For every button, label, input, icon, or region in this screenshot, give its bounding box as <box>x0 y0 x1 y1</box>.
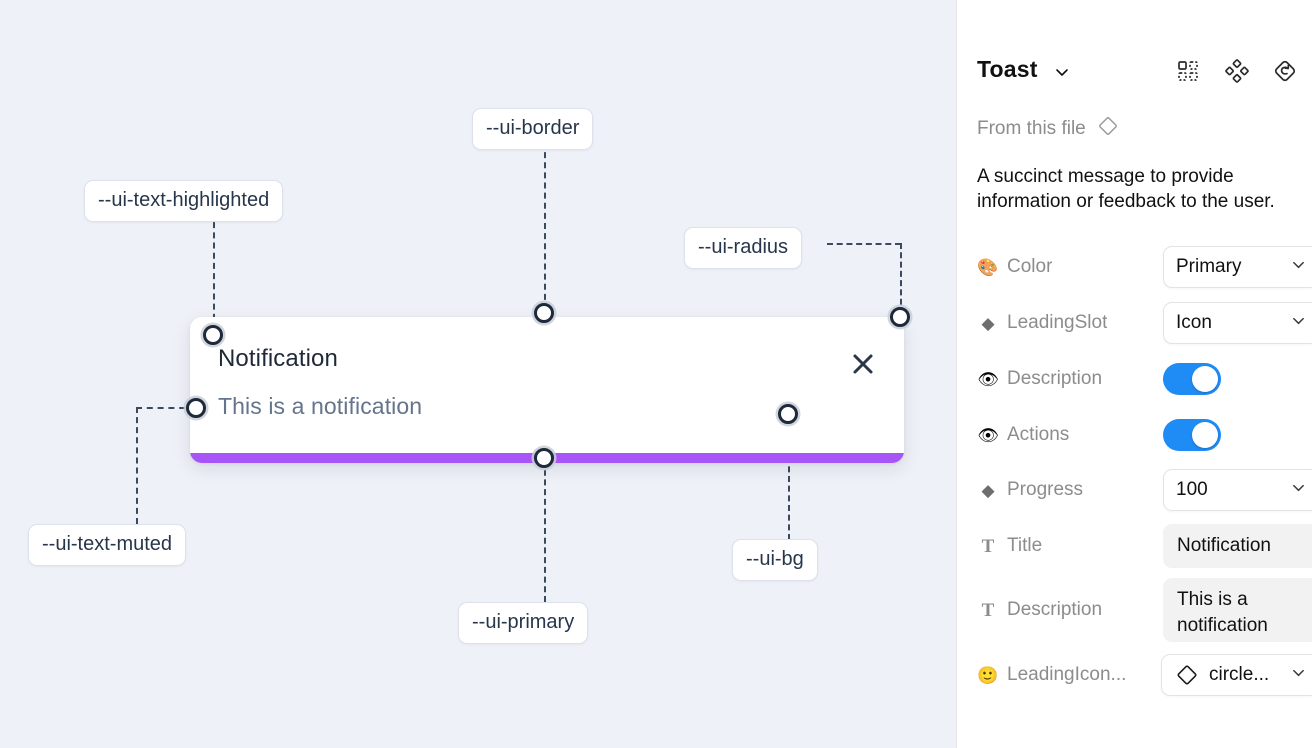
annotation-ui-primary[interactable]: --ui-primary <box>458 602 589 644</box>
property-label-progress: Progress <box>1007 479 1084 500</box>
property-row-color: 🎨 Color Primary <box>977 246 1312 288</box>
annotation-ui-bg[interactable]: --ui-bg <box>732 539 818 581</box>
handle-ui-text-highlighted[interactable] <box>203 325 223 345</box>
palette-icon: 🎨 <box>977 257 999 277</box>
leadingicon-select[interactable]: circle... <box>1161 654 1312 696</box>
handle-ui-border[interactable] <box>534 303 554 323</box>
eye-icon: 👁 <box>977 425 999 445</box>
progress-select-value: 100 <box>1176 479 1208 500</box>
chevron-down-icon <box>1291 256 1306 278</box>
diamond-filled-icon: ◆ <box>981 313 995 333</box>
panel-title: Toast <box>977 56 1038 82</box>
connector-ui-text-muted-horizontal <box>136 407 196 409</box>
diamond-icon <box>1096 114 1120 143</box>
chevron-down-icon <box>1291 664 1306 686</box>
toast-card[interactable]: Notification This is a notification <box>190 317 904 463</box>
color-select[interactable]: Primary <box>1163 246 1312 288</box>
from-this-file-row[interactable]: From this file <box>977 114 1120 143</box>
diamond-icon <box>1174 662 1200 688</box>
connector-ui-bg <box>788 418 790 540</box>
title-input[interactable]: Notification <box>1163 524 1312 568</box>
color-select-value: Primary <box>1176 256 1242 277</box>
connector-ui-primary <box>544 460 546 602</box>
component-description: A succinct message to provide informatio… <box>977 166 1275 213</box>
property-label-leadingslot: LeadingSlot <box>1007 312 1108 333</box>
chevron-down-icon[interactable] <box>1054 64 1070 85</box>
eye-icon: 👁 <box>977 369 999 389</box>
property-row-title: T Title Notification <box>977 524 1312 568</box>
property-label-leadingicon: LeadingIcon... <box>1007 664 1127 685</box>
smiley-icon: 🙂 <box>977 665 999 685</box>
property-row-description-text: T Description This is a notification <box>977 578 1312 642</box>
property-label-actions-toggle: Actions <box>1007 424 1070 445</box>
close-icon[interactable] <box>846 347 880 381</box>
connector-ui-border <box>544 142 546 310</box>
property-row-leadingslot: ◆ LeadingSlot Icon <box>977 302 1312 344</box>
description-input[interactable]: This is a notification <box>1163 578 1312 642</box>
connector-ui-text-muted-vertical <box>136 407 138 524</box>
connector-ui-radius-vertical <box>900 243 902 314</box>
property-label-description-text: Description <box>1007 599 1103 620</box>
description-toggle[interactable] <box>1163 363 1221 395</box>
actions-toggle[interactable] <box>1163 419 1221 451</box>
panel-header: Toast <box>957 0 1312 104</box>
toast-title: Notification <box>218 345 338 372</box>
leadingslot-select-value: Icon <box>1176 312 1212 333</box>
property-row-actions-toggle: 👁 Actions <box>977 415 1301 455</box>
handle-ui-primary[interactable] <box>534 448 554 468</box>
property-row-description-toggle: 👁 Description <box>977 359 1301 399</box>
handle-ui-radius[interactable] <box>890 307 910 327</box>
progress-select[interactable]: 100 <box>1163 469 1312 511</box>
property-row-progress: ◆ Progress 100 <box>977 469 1312 511</box>
design-canvas[interactable]: Notification This is a notification --ui… <box>0 0 956 748</box>
toast-description: This is a notification <box>218 393 423 419</box>
text-icon: T <box>981 599 995 621</box>
leadingslot-select[interactable]: Icon <box>1163 302 1312 344</box>
connector-ui-text-highlighted <box>213 212 215 330</box>
properties-panel: Toast <box>956 0 1312 748</box>
property-row-leadingicon: 🙂 LeadingIcon... circle... <box>977 654 1312 696</box>
leadingicon-select-value: circle... <box>1209 664 1270 685</box>
variants-icon[interactable] <box>1174 57 1202 85</box>
annotation-ui-text-muted[interactable]: --ui-text-muted <box>28 524 187 566</box>
property-label-description-toggle: Description <box>1007 368 1103 389</box>
annotation-ui-radius[interactable]: --ui-radius <box>684 227 803 269</box>
property-label-title: Title <box>1007 535 1043 556</box>
diamond-filled-icon: ◆ <box>981 480 995 500</box>
connector-ui-radius-horizontal <box>827 243 901 245</box>
chevron-down-icon <box>1291 312 1306 334</box>
from-this-file-label: From this file <box>977 117 1086 139</box>
text-icon: T <box>981 535 995 557</box>
handle-ui-text-muted[interactable] <box>186 398 206 418</box>
chevron-down-icon <box>1291 479 1306 501</box>
properties-icon[interactable] <box>1223 57 1251 85</box>
annotation-ui-text-highlighted[interactable]: --ui-text-highlighted <box>84 180 284 222</box>
handle-ui-bg[interactable] <box>778 404 798 424</box>
annotation-ui-border[interactable]: --ui-border <box>472 108 594 150</box>
reset-icon[interactable] <box>1271 57 1299 85</box>
property-label-color: Color <box>1007 256 1053 277</box>
